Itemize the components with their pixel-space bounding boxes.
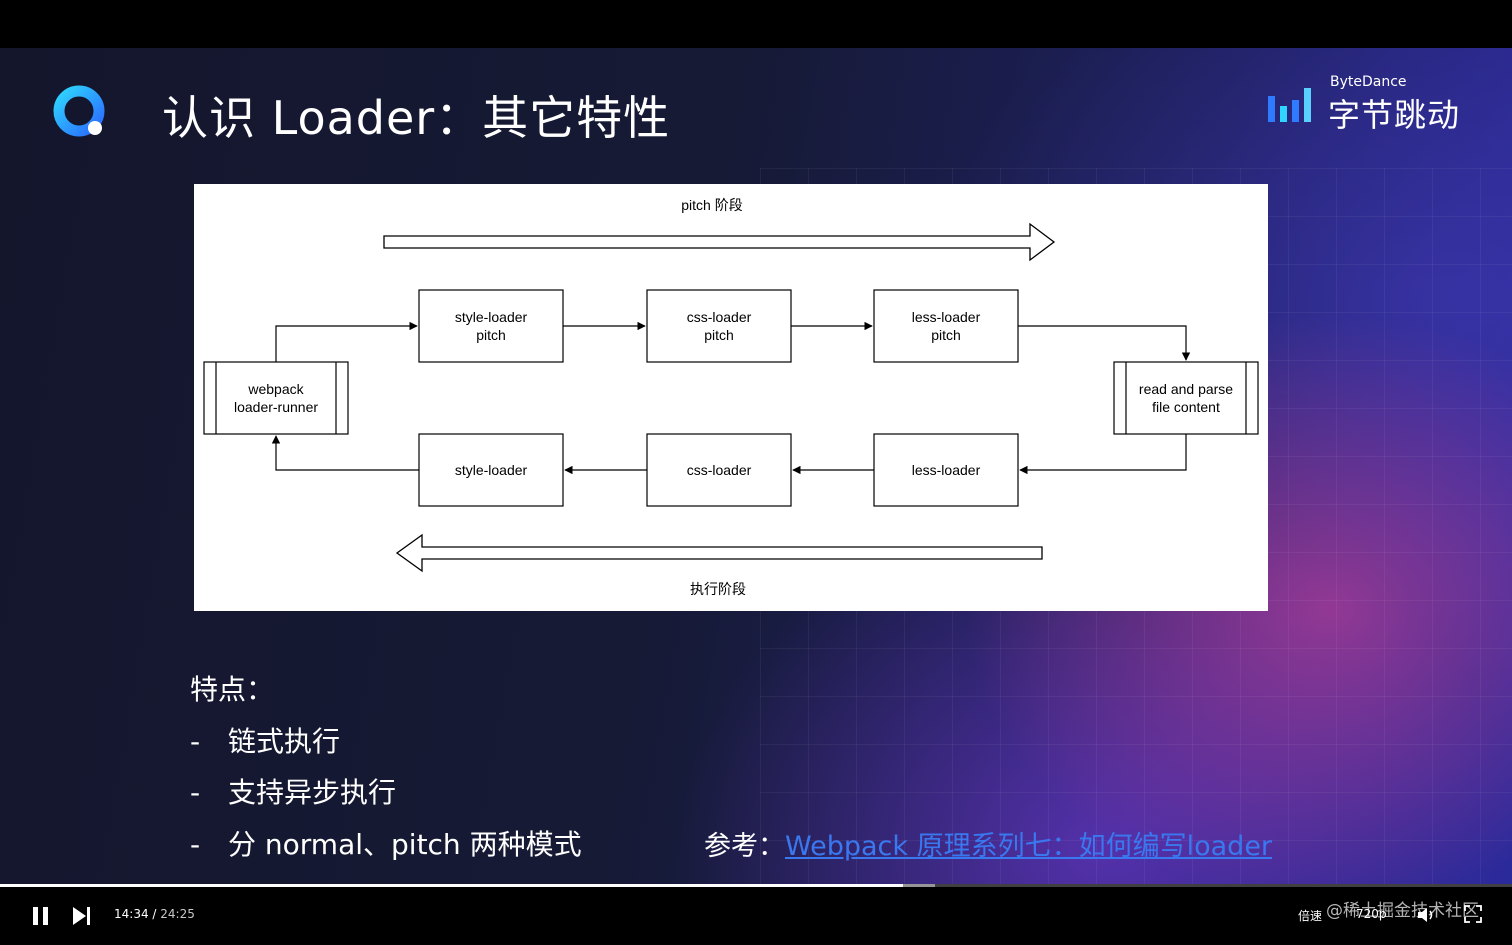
style-loader-pitch-box: style-loader pitch bbox=[418, 289, 564, 363]
pitch-phase-arrow bbox=[383, 222, 1056, 262]
time-display: 14:34 / 24:25 bbox=[114, 907, 195, 921]
bytedance-logo: ByteDance 字节跳动 bbox=[1266, 74, 1476, 134]
style-loader-box: style-loader bbox=[418, 433, 564, 507]
execution-phase-arrow bbox=[395, 533, 1043, 573]
css-loader-pitch-box: css-loader pitch bbox=[646, 289, 792, 363]
reference-label: 参考： bbox=[704, 831, 785, 862]
diagram-canvas: pitch 阶段 执行阶段 webpack loader-runner read… bbox=[203, 197, 1259, 597]
feature-item: -链式执行 bbox=[190, 720, 340, 760]
box-label: less-loader bbox=[912, 462, 981, 478]
less-loader-box: less-loader bbox=[873, 433, 1019, 507]
box-sublabel: pitch bbox=[476, 327, 506, 343]
box-label: css-loader bbox=[687, 309, 752, 325]
reader-label-line2: file content bbox=[1152, 399, 1220, 415]
brand-name-en: ByteDance bbox=[1330, 74, 1407, 90]
bullet-dash: - bbox=[190, 725, 201, 758]
read-file-box: read and parse file content bbox=[1113, 361, 1259, 435]
feature-item: -支持异步执行 bbox=[190, 771, 396, 811]
progress-buffered bbox=[903, 884, 935, 887]
bullet-dash: - bbox=[190, 776, 201, 809]
quality-button[interactable]: 720p bbox=[1356, 907, 1387, 921]
feature-text: 分 normal、pitch 两种模式 bbox=[228, 828, 582, 861]
runner-label-line1: webpack bbox=[247, 381, 304, 397]
duration: 24:25 bbox=[160, 907, 195, 921]
speed-button[interactable]: 倍速 bbox=[1298, 909, 1323, 923]
bytedance-bars-icon bbox=[1268, 88, 1311, 122]
player-controls: 14:34 / 24:25 倍速 720p bbox=[0, 887, 1512, 945]
fullscreen-icon[interactable] bbox=[1462, 903, 1484, 925]
next-icon[interactable] bbox=[70, 903, 94, 929]
box-label: css-loader bbox=[687, 462, 752, 478]
course-logo-icon bbox=[53, 85, 105, 137]
current-time: 14:34 bbox=[114, 907, 149, 921]
box-label: style-loader bbox=[455, 462, 528, 478]
bullet-dash: - bbox=[190, 828, 201, 861]
progress-bar[interactable] bbox=[0, 884, 1512, 887]
box-sublabel: pitch bbox=[931, 327, 961, 343]
feature-text: 链式执行 bbox=[228, 725, 341, 758]
progress-played bbox=[0, 884, 903, 887]
reader-label-line1: read and parse bbox=[1139, 381, 1233, 397]
less-loader-pitch-box: less-loader pitch bbox=[873, 289, 1019, 363]
feature-text: 支持异步执行 bbox=[228, 776, 397, 809]
slide-title: 认识 Loader：其它特性 bbox=[162, 91, 671, 145]
reference: 参考：Webpack 原理系列七：如何编写loader bbox=[704, 824, 1272, 863]
css-loader-box: css-loader bbox=[646, 433, 792, 507]
box-sublabel: pitch bbox=[704, 327, 734, 343]
flow-connectors bbox=[271, 321, 1191, 475]
volume-icon[interactable] bbox=[1414, 903, 1438, 927]
features-heading: 特点： bbox=[190, 673, 275, 706]
box-label: less-loader bbox=[912, 309, 981, 325]
feature-item: -分 normal、pitch 两种模式 bbox=[190, 823, 582, 863]
pause-icon[interactable] bbox=[30, 903, 52, 929]
loader-flow-diagram: pitch 阶段 执行阶段 webpack loader-runner read… bbox=[194, 184, 1268, 611]
slide: 认识 Loader：其它特性 ByteDance 字节跳动 pitch 阶段 执… bbox=[0, 48, 1512, 884]
execution-phase-label: 执行阶段 bbox=[690, 581, 746, 597]
runner-label-line2: loader-runner bbox=[234, 399, 318, 415]
reference-link[interactable]: Webpack 原理系列七：如何编写loader bbox=[785, 831, 1273, 862]
loader-runner-box: webpack loader-runner bbox=[203, 361, 349, 435]
box-label: style-loader bbox=[455, 309, 528, 325]
brand-name-cn: 字节跳动 bbox=[1328, 96, 1461, 134]
pitch-phase-label: pitch 阶段 bbox=[681, 197, 742, 213]
watermark: @稀土掘金技术社区 bbox=[1326, 901, 1479, 921]
